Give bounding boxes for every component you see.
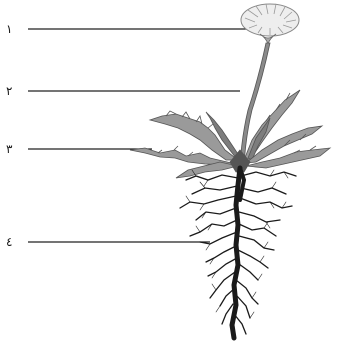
label-3: ٣ [6, 143, 12, 155]
label-1: ١ [6, 23, 12, 35]
label-2: ٢ [6, 85, 12, 97]
leader-lines [28, 29, 250, 242]
label-4: ٤ [6, 236, 12, 248]
roots [180, 168, 296, 338]
flower-head [241, 4, 299, 44]
leaves [130, 90, 330, 178]
